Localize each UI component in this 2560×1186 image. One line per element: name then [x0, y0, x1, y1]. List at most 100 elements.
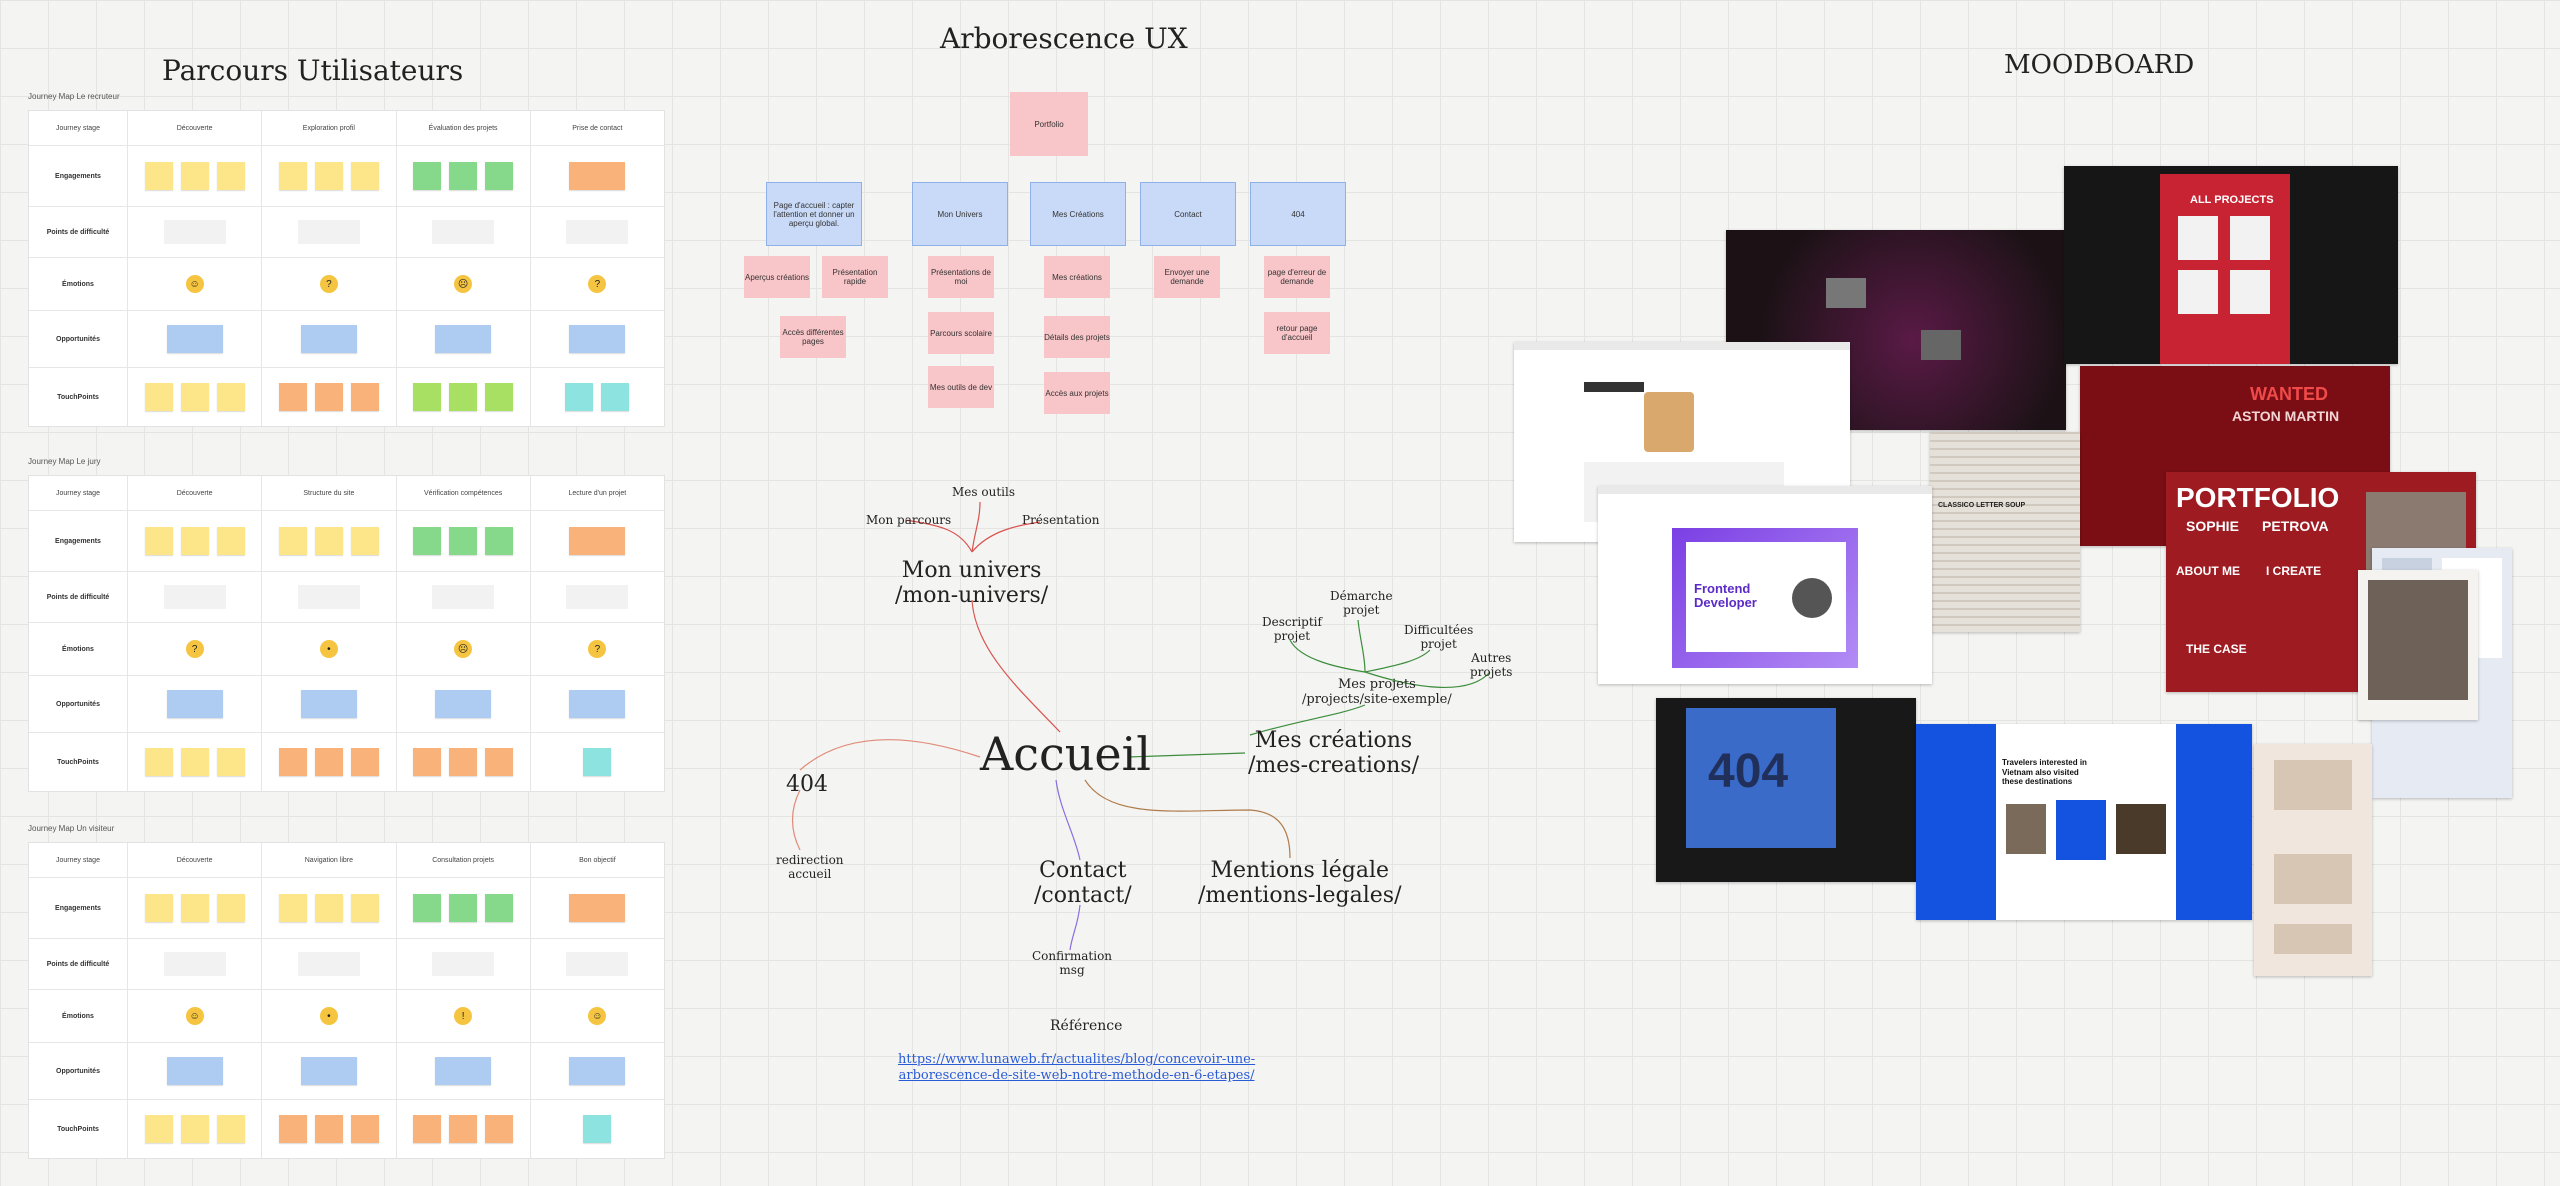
- moodboard-shot-all-projects[interactable]: ALL PROJECTS: [2064, 166, 2398, 364]
- sticky-note[interactable]: [144, 1115, 173, 1143]
- tree-leaf[interactable]: Envoyer une demande: [1154, 256, 1220, 298]
- note-card[interactable]: [297, 952, 360, 976]
- mindmap-leaf[interactable]: Mes outils: [952, 485, 1015, 499]
- mindmap-leaf[interactable]: Mon parcours: [866, 513, 952, 527]
- sticky-note[interactable]: [314, 748, 343, 776]
- mindmap-node-contact[interactable]: Contact /contact/: [1034, 858, 1132, 909]
- tree-branch-home[interactable]: Page d'accueil : capter l'attention et d…: [766, 182, 862, 246]
- mindmap-leaf[interactable]: Difficultées projet: [1404, 623, 1474, 651]
- sticky-note[interactable]: [166, 325, 223, 353]
- mindmap-leaf[interactable]: redirection accueil: [776, 853, 844, 881]
- tree-branch-contact[interactable]: Contact: [1140, 182, 1236, 246]
- sticky-note[interactable]: [180, 162, 209, 190]
- note-card[interactable]: [432, 220, 495, 244]
- sticky-note[interactable]: [485, 383, 514, 411]
- note-card[interactable]: [297, 220, 360, 244]
- sticky-note[interactable]: [314, 383, 343, 411]
- sticky-note[interactable]: [300, 325, 357, 353]
- mindmap-leaf[interactable]: Démarche projet: [1330, 589, 1393, 617]
- mindmap-node-legal[interactable]: Mentions légale /mentions-legales/: [1198, 858, 1402, 909]
- sticky-note[interactable]: [485, 894, 514, 922]
- moodboard-shot-photos[interactable]: [2358, 570, 2478, 720]
- note-card[interactable]: [566, 585, 629, 609]
- moodboard-shot-404[interactable]: 404: [1656, 698, 1916, 882]
- sticky-note[interactable]: [278, 527, 307, 555]
- sticky-note[interactable]: [583, 1115, 612, 1143]
- sticky-note[interactable]: [350, 1115, 379, 1143]
- reference-link[interactable]: https://www.lunaweb.fr/actualites/blog/c…: [898, 1052, 1256, 1084]
- sticky-note[interactable]: [216, 162, 245, 190]
- tree-leaf[interactable]: Présentation rapide: [822, 256, 888, 298]
- sticky-note[interactable]: [569, 325, 626, 353]
- sticky-note[interactable]: [435, 690, 492, 718]
- sticky-note[interactable]: [569, 690, 626, 718]
- tree-leaf[interactable]: Mes outils de dev: [928, 366, 994, 408]
- sticky-note[interactable]: [435, 325, 492, 353]
- note-card[interactable]: [432, 585, 495, 609]
- sticky-note[interactable]: [314, 162, 343, 190]
- sticky-note[interactable]: [435, 1057, 492, 1085]
- sticky-note[interactable]: [216, 1115, 245, 1143]
- mindmap-node-creations[interactable]: Mes créations /mes-creations/: [1248, 728, 1419, 779]
- sticky-note[interactable]: [314, 527, 343, 555]
- tree-branch-univers[interactable]: Mon Univers: [912, 182, 1008, 246]
- sticky-note[interactable]: [216, 748, 245, 776]
- tree-branch-creations[interactable]: Mes Créations: [1030, 182, 1126, 246]
- tree-leaf[interactable]: Accès aux projets: [1044, 372, 1110, 414]
- mindmap-node-404[interactable]: 404: [786, 772, 828, 797]
- sticky-note[interactable]: [350, 527, 379, 555]
- sticky-note[interactable]: [180, 748, 209, 776]
- sticky-note[interactable]: [449, 894, 478, 922]
- mindmap-node-univers[interactable]: Mon univers /mon-univers/: [895, 558, 1049, 609]
- note-card[interactable]: [432, 952, 495, 976]
- mindmap-leaf[interactable]: Présentation: [1022, 513, 1100, 527]
- sticky-note[interactable]: [278, 894, 307, 922]
- note-card[interactable]: [566, 952, 629, 976]
- mindmap-leaf[interactable]: Descriptif projet: [1262, 615, 1322, 643]
- sticky-note[interactable]: [144, 748, 173, 776]
- sticky-note[interactable]: [449, 527, 478, 555]
- sticky-note[interactable]: [449, 1115, 478, 1143]
- sticky-note[interactable]: [278, 748, 307, 776]
- tree-leaf[interactable]: Parcours scolaire: [928, 312, 994, 354]
- moodboard-shot-frontend[interactable]: Frontend Developer: [1598, 486, 1932, 684]
- sticky-note[interactable]: [569, 162, 626, 190]
- sticky-note[interactable]: [278, 1115, 307, 1143]
- tree-leaf[interactable]: Accès différentes pages: [780, 316, 846, 358]
- sticky-note[interactable]: [350, 748, 379, 776]
- sticky-note[interactable]: [569, 894, 626, 922]
- sticky-note[interactable]: [180, 1115, 209, 1143]
- sticky-note[interactable]: [485, 527, 514, 555]
- tree-leaf[interactable]: retour page d'accueil: [1264, 312, 1330, 354]
- mindmap-leaf[interactable]: Autres projets: [1470, 651, 1513, 679]
- sticky-note[interactable]: [180, 383, 209, 411]
- sticky-note[interactable]: [413, 383, 442, 411]
- sticky-note[interactable]: [300, 1057, 357, 1085]
- tree-root-portfolio[interactable]: Portfolio: [1010, 92, 1088, 156]
- sticky-note[interactable]: [601, 383, 630, 411]
- sticky-note[interactable]: [350, 162, 379, 190]
- sticky-note[interactable]: [216, 383, 245, 411]
- sticky-note[interactable]: [314, 894, 343, 922]
- sticky-note[interactable]: [350, 383, 379, 411]
- mindmap-center-accueil[interactable]: Accueil: [980, 727, 1152, 781]
- sticky-note[interactable]: [583, 748, 612, 776]
- tree-leaf[interactable]: page d'erreur de demande: [1264, 256, 1330, 298]
- note-card[interactable]: [163, 952, 226, 976]
- sticky-note[interactable]: [180, 527, 209, 555]
- sticky-note[interactable]: [144, 894, 173, 922]
- moodboard-shot-travel[interactable]: Travelers interested in Vietnam also vis…: [1916, 724, 2252, 920]
- note-card[interactable]: [163, 220, 226, 244]
- sticky-note[interactable]: [449, 162, 478, 190]
- sticky-note[interactable]: [449, 748, 478, 776]
- sticky-note[interactable]: [485, 1115, 514, 1143]
- sticky-note[interactable]: [485, 162, 514, 190]
- sticky-note[interactable]: [569, 1057, 626, 1085]
- mindmap-node-projects[interactable]: Mes projets /projects/site-exemple/: [1302, 677, 1452, 707]
- sticky-note[interactable]: [166, 1057, 223, 1085]
- sticky-note[interactable]: [180, 894, 209, 922]
- mindmap-leaf[interactable]: Confirmation msg: [1032, 949, 1113, 977]
- sticky-note[interactable]: [166, 690, 223, 718]
- moodboard-shot-beige[interactable]: [2254, 744, 2372, 976]
- sticky-note[interactable]: [278, 383, 307, 411]
